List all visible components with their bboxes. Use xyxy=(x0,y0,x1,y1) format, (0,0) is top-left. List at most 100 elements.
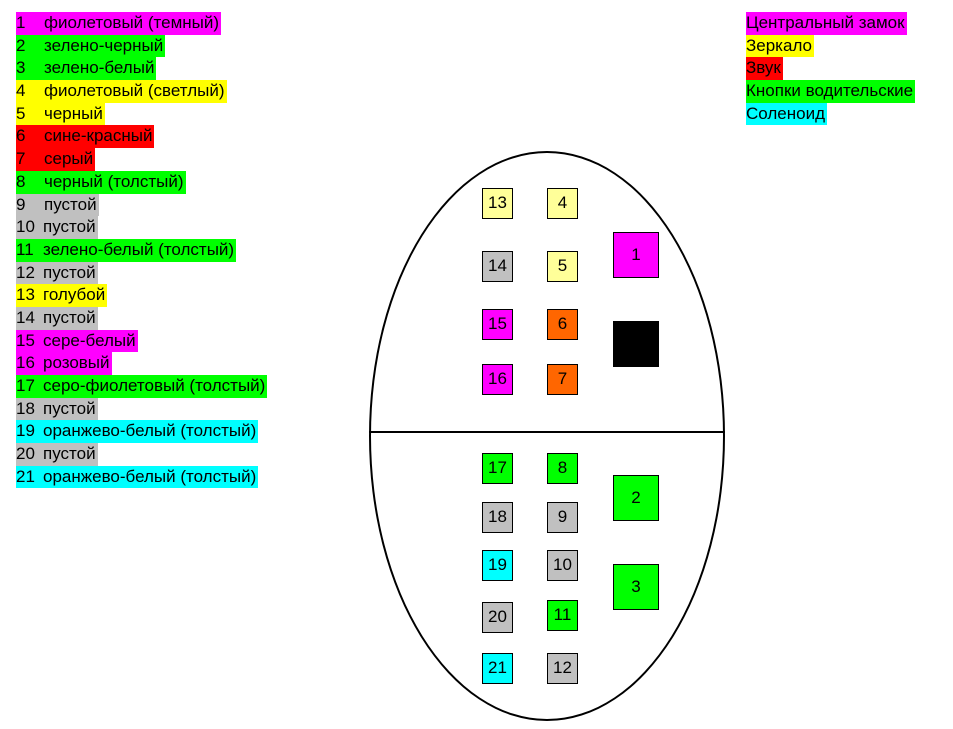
wire-number: 6 xyxy=(16,126,26,146)
wire-label: оранжево-белый (толстый) xyxy=(43,466,257,486)
wire-number: 16 xyxy=(16,353,35,373)
wire-item: 12 пустой xyxy=(16,261,267,285)
pin-21: 21 xyxy=(482,653,513,684)
pin-13: 13 xyxy=(482,188,513,219)
legend-item: Зеркало xyxy=(746,34,915,58)
wire-label: пустой xyxy=(43,217,96,237)
wire-number: 18 xyxy=(16,398,35,418)
wire-item: 16 розовый xyxy=(16,352,267,376)
wire-number: 3 xyxy=(16,58,26,78)
wire-number: 20 xyxy=(16,444,35,464)
pin-6: 6 xyxy=(547,309,578,340)
pin-12: 12 xyxy=(547,653,578,684)
wire-label: оранжево-белый (толстый) xyxy=(43,421,257,441)
wire-number: 8 xyxy=(16,171,26,191)
legend-item: Звук xyxy=(746,57,915,81)
wire-highlight: 5 черный xyxy=(16,102,105,126)
wire-highlight: 3 зелено-белый xyxy=(16,57,157,81)
wire-label: пустой xyxy=(43,444,96,464)
pin-8: 8 xyxy=(547,453,578,484)
wire-item: 6 сине-красный xyxy=(16,125,267,149)
pin-14: 14 xyxy=(482,251,513,282)
wire-number: 17 xyxy=(16,376,35,395)
wire-label: фиолетовый (светлый) xyxy=(44,81,225,101)
wire-item: 8 черный (толстый) xyxy=(16,170,267,194)
legend-label: Кнопки водительские xyxy=(746,80,916,103)
wire-label: сине-красный xyxy=(44,126,153,146)
wire-highlight: 12 пустой xyxy=(16,261,98,285)
wire-highlight: 19 оранжево-белый (толстый) xyxy=(16,420,259,444)
wire-label: зелено-белый (толстый) xyxy=(43,239,235,259)
wire-label: голубой xyxy=(43,285,106,305)
wire-highlight: 16 розовый xyxy=(16,352,112,376)
wire-highlight: 4 фиолетовый (светлый) xyxy=(16,80,227,103)
wire-item: 11 зелено-белый (толстый) xyxy=(16,238,267,262)
legend-item: Центральный замок xyxy=(746,12,915,35)
legend-label: Звук xyxy=(746,57,783,81)
wire-highlight: 18 пустой xyxy=(16,397,98,421)
wire-highlight: 9 пустой xyxy=(16,193,99,217)
legend-item: Соленоид xyxy=(746,102,915,126)
wire-item: 10 пустой xyxy=(16,216,267,239)
wire-highlight: 21 оранжево-белый (толстый) xyxy=(16,465,259,489)
wire-highlight: 6 сине-красный xyxy=(16,125,155,149)
pin-18: 18 xyxy=(482,502,513,533)
connector-divider xyxy=(369,431,725,433)
wire-number: 9 xyxy=(16,194,26,214)
pin-16: 16 xyxy=(482,364,513,395)
wire-highlight: 20 пустой xyxy=(16,443,98,466)
wire-number: 11 xyxy=(16,239,34,259)
legend-label: Центральный замок xyxy=(746,12,907,35)
wire-number: 1 xyxy=(16,13,26,32)
wire-highlight: 11 зелено-белый (толстый) xyxy=(16,238,237,262)
wire-number: 14 xyxy=(16,307,35,327)
wire-item: 18 пустой xyxy=(16,397,267,421)
wire-item: 9 пустой xyxy=(16,193,267,217)
connector-outline xyxy=(369,151,725,721)
wire-label: зелено-белый xyxy=(44,58,155,78)
pin-key-block xyxy=(613,321,659,367)
wire-number: 4 xyxy=(16,81,26,101)
wire-label: пустой xyxy=(43,398,96,418)
wire-label: розовый xyxy=(43,353,110,373)
pin-9: 9 xyxy=(547,502,578,533)
wire-number: 2 xyxy=(16,35,26,55)
wire-number: 10 xyxy=(16,217,35,237)
wire-item: 20 пустой xyxy=(16,443,267,466)
wire-label: пустой xyxy=(44,194,97,214)
wire-item: 21 оранжево-белый (толстый) xyxy=(16,465,267,489)
wire-label: черный (толстый) xyxy=(44,171,184,191)
wire-number: 21 xyxy=(16,466,35,486)
wire-label: пустой xyxy=(43,262,96,282)
wire-label: фиолетовый (темный) xyxy=(44,13,220,32)
pin-15: 15 xyxy=(482,309,513,340)
pin-2: 2 xyxy=(613,475,659,521)
pin-4: 4 xyxy=(547,188,578,219)
legend-label: Соленоид xyxy=(746,102,827,126)
wire-label: сере-белый xyxy=(43,330,136,350)
wire-number: 19 xyxy=(16,421,35,441)
legend-label: Зеркало xyxy=(746,34,815,58)
legend-item: Кнопки водительские xyxy=(746,80,916,103)
pin-5: 5 xyxy=(547,251,578,282)
wire-label: черный xyxy=(44,103,103,123)
wire-item: 3 зелено-белый xyxy=(16,57,267,81)
wire-number: 12 xyxy=(16,262,35,282)
pin-11: 11 xyxy=(547,600,578,631)
wire-item: 4 фиолетовый (светлый) xyxy=(16,80,267,103)
pin-19: 19 xyxy=(482,550,513,581)
pin-7: 7 xyxy=(547,364,578,395)
wire-highlight: 8 черный (толстый) xyxy=(16,170,186,194)
wire-number: 5 xyxy=(16,103,26,123)
wire-item: 1 фиолетовый (темный) xyxy=(16,12,267,35)
pin-17: 17 xyxy=(482,453,513,484)
pin-20: 20 xyxy=(482,602,513,633)
